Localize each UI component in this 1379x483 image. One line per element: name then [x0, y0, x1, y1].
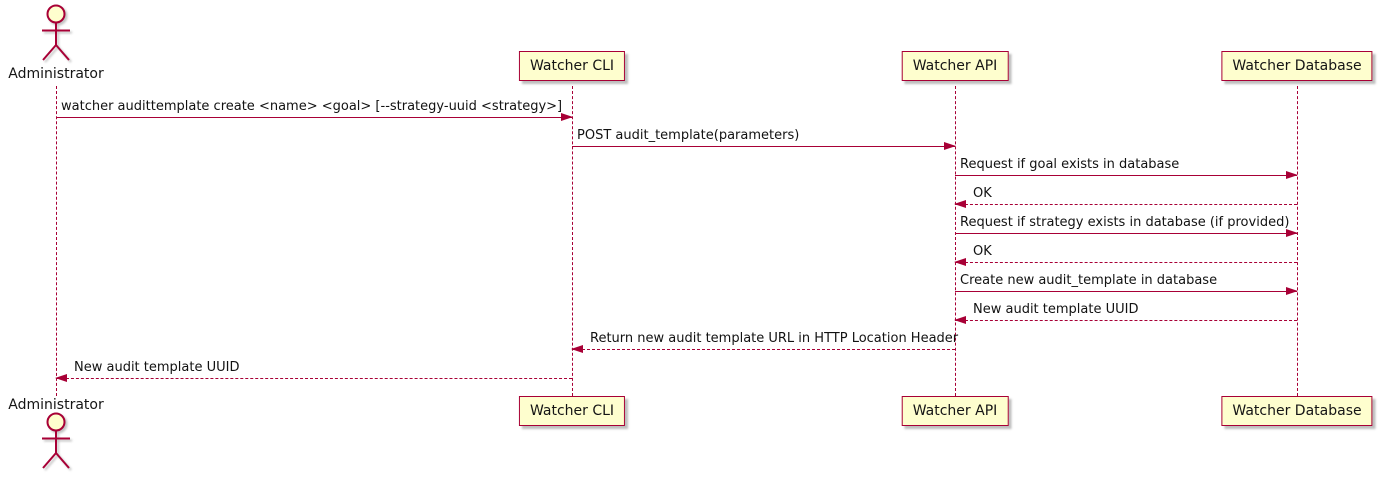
arrowhead-right-icon — [1286, 171, 1298, 179]
message-line — [955, 204, 1297, 205]
message-line — [955, 175, 1297, 176]
message-label: POST audit_template(parameters) — [577, 128, 800, 143]
message-line — [572, 146, 955, 147]
message-line — [955, 291, 1297, 292]
message-line — [955, 320, 1297, 321]
message-line — [56, 117, 572, 118]
arrowhead-right-icon — [561, 113, 573, 121]
message-line — [572, 349, 955, 350]
message-label: watcher audittemplate create <name> <goa… — [61, 99, 563, 114]
actor-icon — [42, 412, 70, 469]
actor-label-top: Administrator — [8, 66, 104, 82]
message-label: Request if strategy exists in database (… — [960, 215, 1290, 230]
participant-watcher-cli-top: Watcher CLI — [518, 51, 626, 81]
arrowhead-right-icon — [944, 142, 956, 150]
message-label: OK — [973, 244, 992, 259]
lifeline-watcher-api — [955, 86, 956, 396]
participant-watcher-cli-bottom: Watcher CLI — [518, 396, 626, 426]
message-line — [955, 233, 1297, 234]
arrowhead-right-icon — [1286, 229, 1298, 237]
participant-watcher-database-bottom: Watcher Database — [1221, 396, 1373, 426]
lifeline-administrator — [56, 86, 57, 396]
participant-watcher-database-top: Watcher Database — [1221, 51, 1373, 81]
arrowhead-left-icon — [954, 258, 966, 266]
lifeline-watcher-database — [1297, 86, 1298, 396]
actor-icon — [42, 4, 70, 61]
message-label: New audit template UUID — [973, 302, 1139, 317]
actor-label-bottom: Administrator — [8, 397, 104, 413]
arrowhead-left-icon — [55, 374, 67, 382]
participant-watcher-api-top: Watcher API — [901, 51, 1009, 81]
arrowhead-left-icon — [954, 316, 966, 324]
message-label: New audit template UUID — [74, 360, 240, 375]
message-line — [56, 378, 572, 379]
message-label: Create new audit_template in database — [960, 273, 1218, 288]
lifeline-watcher-cli — [572, 86, 573, 396]
arrowhead-left-icon — [571, 345, 583, 353]
message-label: OK — [973, 186, 992, 201]
message-label: Request if goal exists in database — [960, 157, 1180, 172]
arrowhead-left-icon — [954, 200, 966, 208]
arrowhead-right-icon — [1286, 287, 1298, 295]
message-label: Return new audit template URL in HTTP Lo… — [590, 331, 959, 346]
message-line — [955, 262, 1297, 263]
participant-watcher-api-bottom: Watcher API — [901, 396, 1009, 426]
